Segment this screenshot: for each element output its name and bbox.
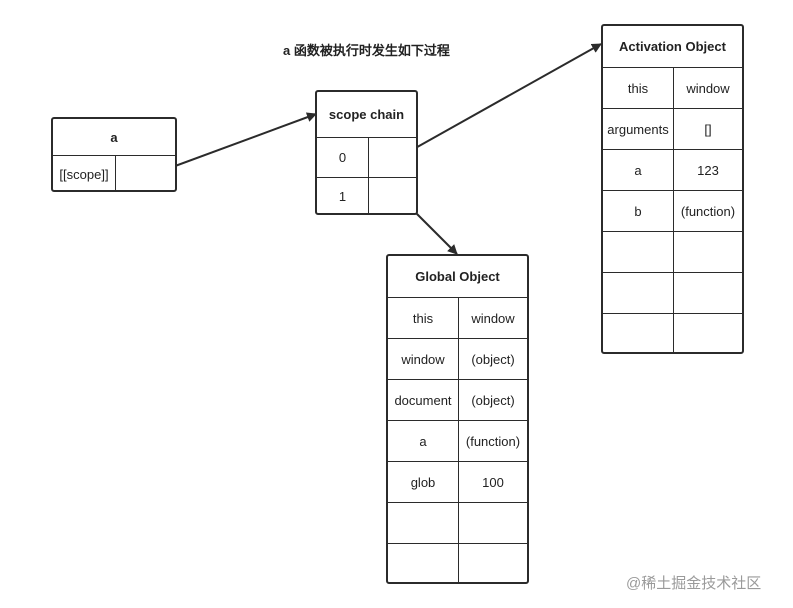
activation-object-key	[603, 314, 674, 352]
activation-object-key	[603, 273, 674, 313]
a-box-header: a	[53, 119, 175, 156]
activation-object-row	[603, 314, 742, 352]
a-box-value	[116, 156, 175, 190]
scope-chain-key: 0	[317, 138, 369, 177]
activation-object-value: 123	[697, 162, 719, 178]
activation-object-row	[603, 232, 742, 273]
page-title: a 函数被执行时发生如下过程	[283, 43, 450, 58]
a-box-row: [[scope]]	[53, 156, 175, 190]
scope-chain-row: 1	[317, 178, 416, 213]
a-box-key: [[scope]]	[53, 156, 116, 190]
scope-chain-key: 1	[317, 178, 369, 213]
global-object-row	[388, 544, 527, 582]
global-object-key: window	[388, 339, 459, 379]
activation-object-value	[674, 232, 742, 272]
global-object-row: glob 100	[388, 462, 527, 503]
activation-object-key: a	[603, 150, 674, 190]
scope-chain-value	[369, 138, 416, 177]
global-object-key: glob	[388, 462, 459, 502]
activation-object-header: Activation Object	[603, 26, 742, 68]
global-object-key: a	[388, 421, 459, 461]
scope-chain-row: 0	[317, 138, 416, 178]
activation-object-key: arguments	[603, 109, 674, 149]
scope-chain-box: scope chain 0 1	[315, 90, 418, 215]
arrow-0-to-activation-object	[402, 43, 602, 156]
global-object-value	[459, 544, 527, 582]
activation-object-value: (function)	[680, 203, 736, 219]
global-object-value: (function)	[465, 433, 521, 449]
a-box: a [[scope]]	[51, 117, 177, 192]
activation-object-value: []	[704, 121, 712, 137]
activation-object-row: arguments []	[603, 109, 742, 150]
activation-object-row: a 123	[603, 150, 742, 191]
activation-object-key: b	[603, 191, 674, 231]
activation-object-row: b (function)	[603, 191, 742, 232]
global-object-value	[459, 503, 527, 543]
activation-object-key	[603, 232, 674, 272]
activation-object-row: this window	[603, 68, 742, 109]
activation-object-value	[674, 273, 742, 313]
global-object-key: this	[388, 298, 459, 338]
scope-chain-value	[369, 178, 416, 213]
global-object-row: document (object)	[388, 380, 527, 421]
global-object-key	[388, 544, 459, 582]
global-object-row: a (function)	[388, 421, 527, 462]
activation-object-key: this	[603, 68, 674, 108]
activation-object-box: Activation Object this window arguments …	[601, 24, 744, 354]
global-object-row: window (object)	[388, 339, 527, 380]
global-object-value: window	[471, 310, 515, 326]
watermark: @稀土掘金技术社区	[626, 575, 762, 592]
global-object-header: Global Object	[388, 256, 527, 298]
global-object-row	[388, 503, 527, 544]
activation-object-value	[674, 314, 742, 352]
global-object-value: (object)	[471, 392, 515, 408]
global-object-value: 100	[482, 474, 504, 490]
global-object-value: (object)	[471, 351, 515, 367]
activation-object-value: window	[686, 80, 730, 96]
global-object-key	[388, 503, 459, 543]
scope-chain-header: scope chain	[317, 92, 416, 138]
global-object-key: document	[388, 380, 459, 420]
global-object-row: this window	[388, 298, 527, 339]
activation-object-row	[603, 273, 742, 314]
global-object-box: Global Object this window window (object…	[386, 254, 529, 584]
